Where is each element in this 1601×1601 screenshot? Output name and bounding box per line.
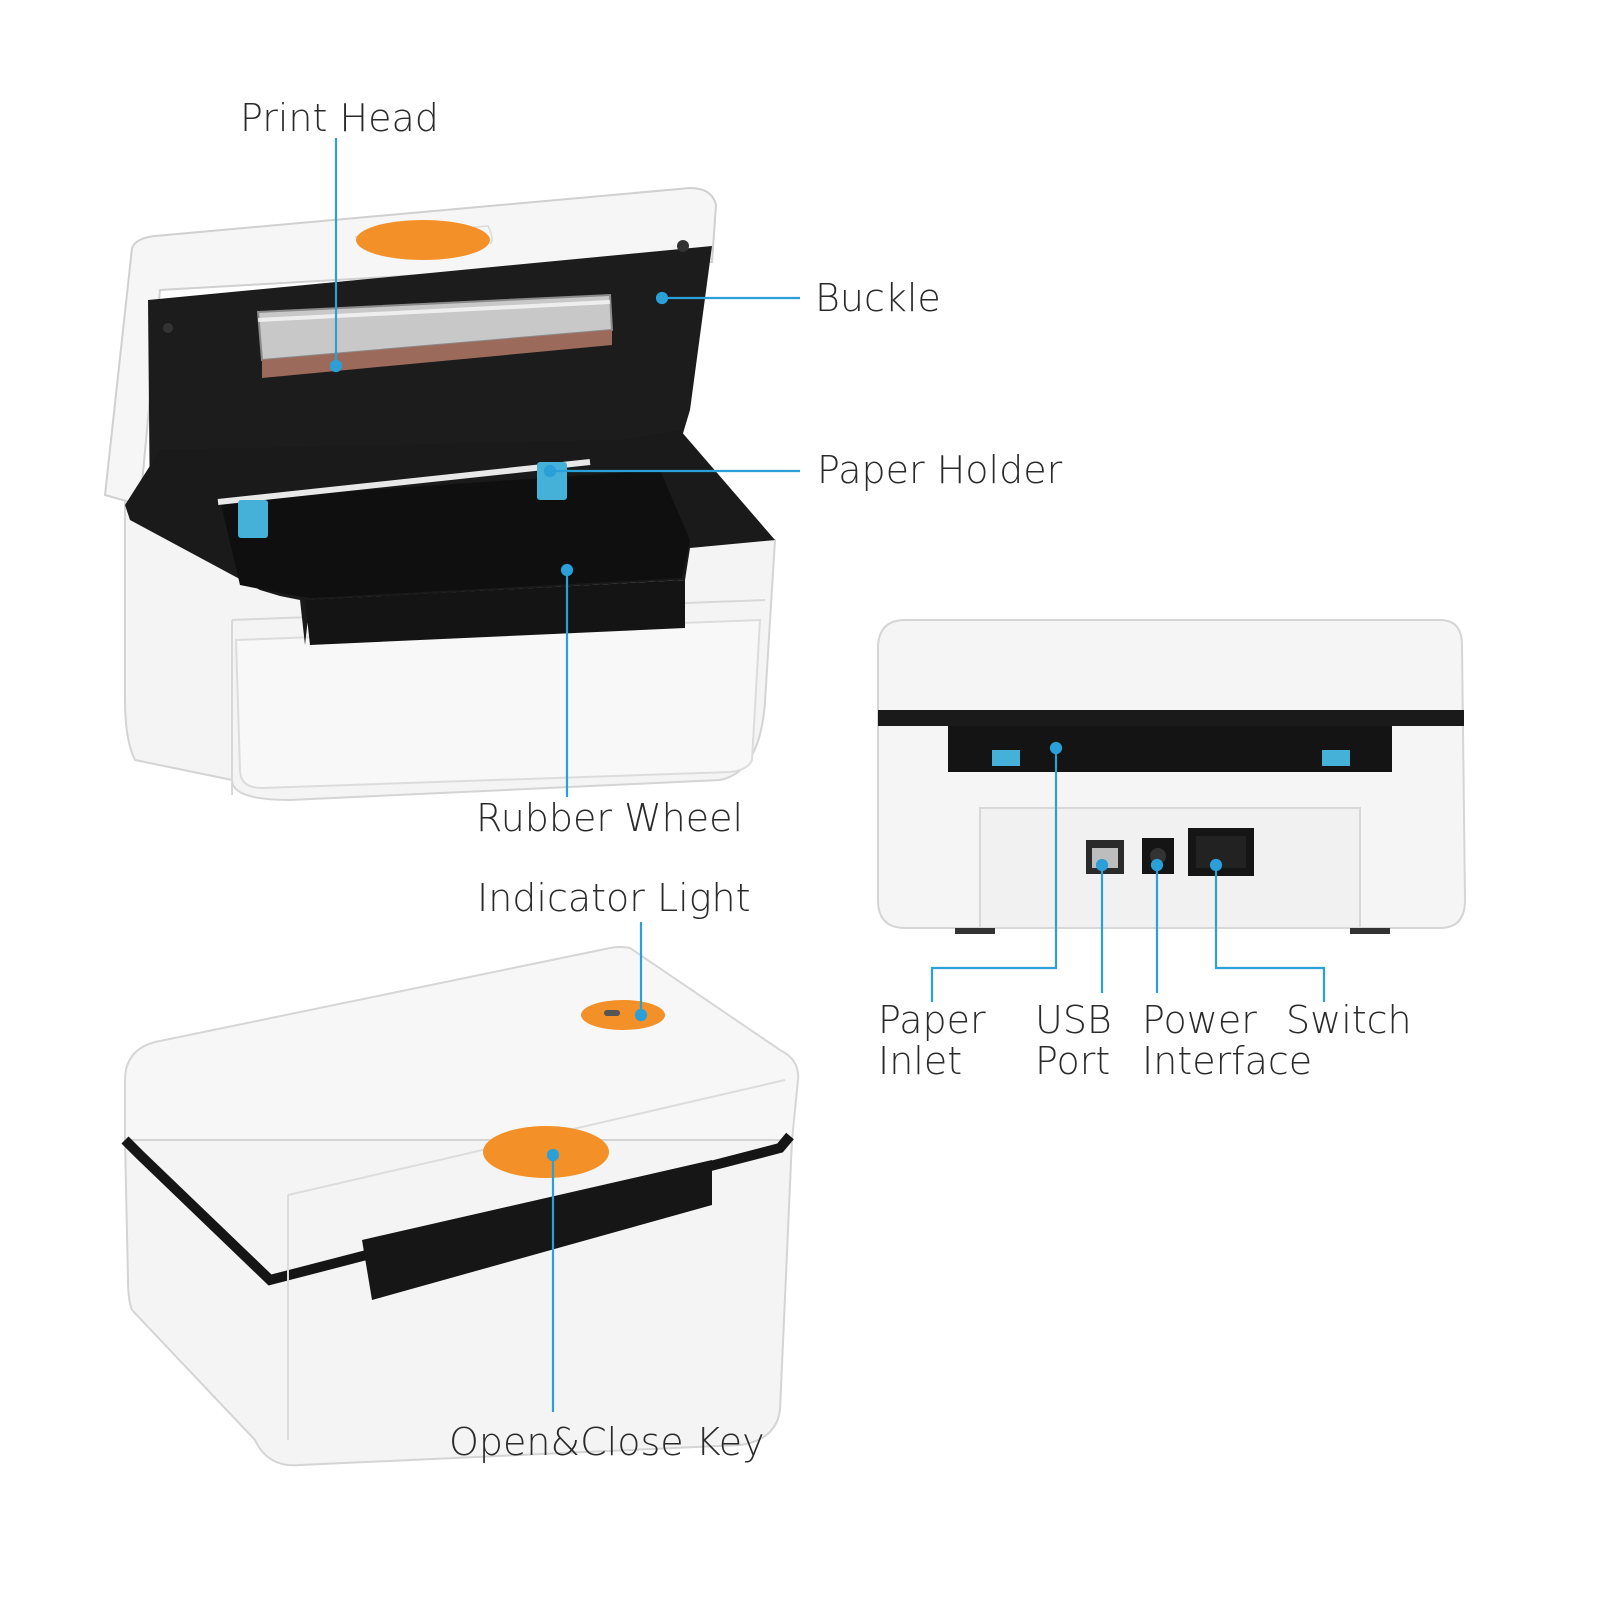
label-paper-holder: Paper Holder — [817, 448, 1063, 492]
paper-holder-left-clip — [238, 500, 268, 538]
label-usb-port-line1: USB — [1035, 998, 1112, 1042]
label-power-interface: Power Interface — [1142, 1000, 1312, 1082]
label-power-interface-line2: Interface — [1142, 1039, 1313, 1083]
label-print-head: Print Head — [240, 96, 439, 140]
back-view-printer — [877, 619, 1467, 934]
open-close-key — [483, 1126, 609, 1178]
label-paper-inlet-line2: Inlet — [878, 1039, 963, 1083]
label-buckle: Buckle — [815, 276, 941, 320]
label-power-interface-line1: Power — [1142, 998, 1257, 1042]
callouts — [329, 138, 1326, 1412]
label-indicator-light: Indicator Light — [477, 876, 751, 920]
label-paper-inlet: Paper Inlet — [878, 1000, 986, 1082]
label-usb-port-line2: Port — [1035, 1039, 1111, 1083]
indicator-light — [581, 1000, 665, 1030]
label-paper-inlet-line1: Paper — [878, 998, 986, 1042]
label-rubber-wheel: Rubber Wheel — [476, 796, 744, 840]
lid-orange-button — [356, 220, 490, 260]
label-usb-port: USB Port — [1035, 1000, 1112, 1082]
closed-printer — [121, 946, 800, 1467]
label-open-close-key: Open&Close Key — [449, 1420, 765, 1464]
open-printer — [103, 186, 777, 802]
label-switch: Switch — [1286, 998, 1412, 1042]
